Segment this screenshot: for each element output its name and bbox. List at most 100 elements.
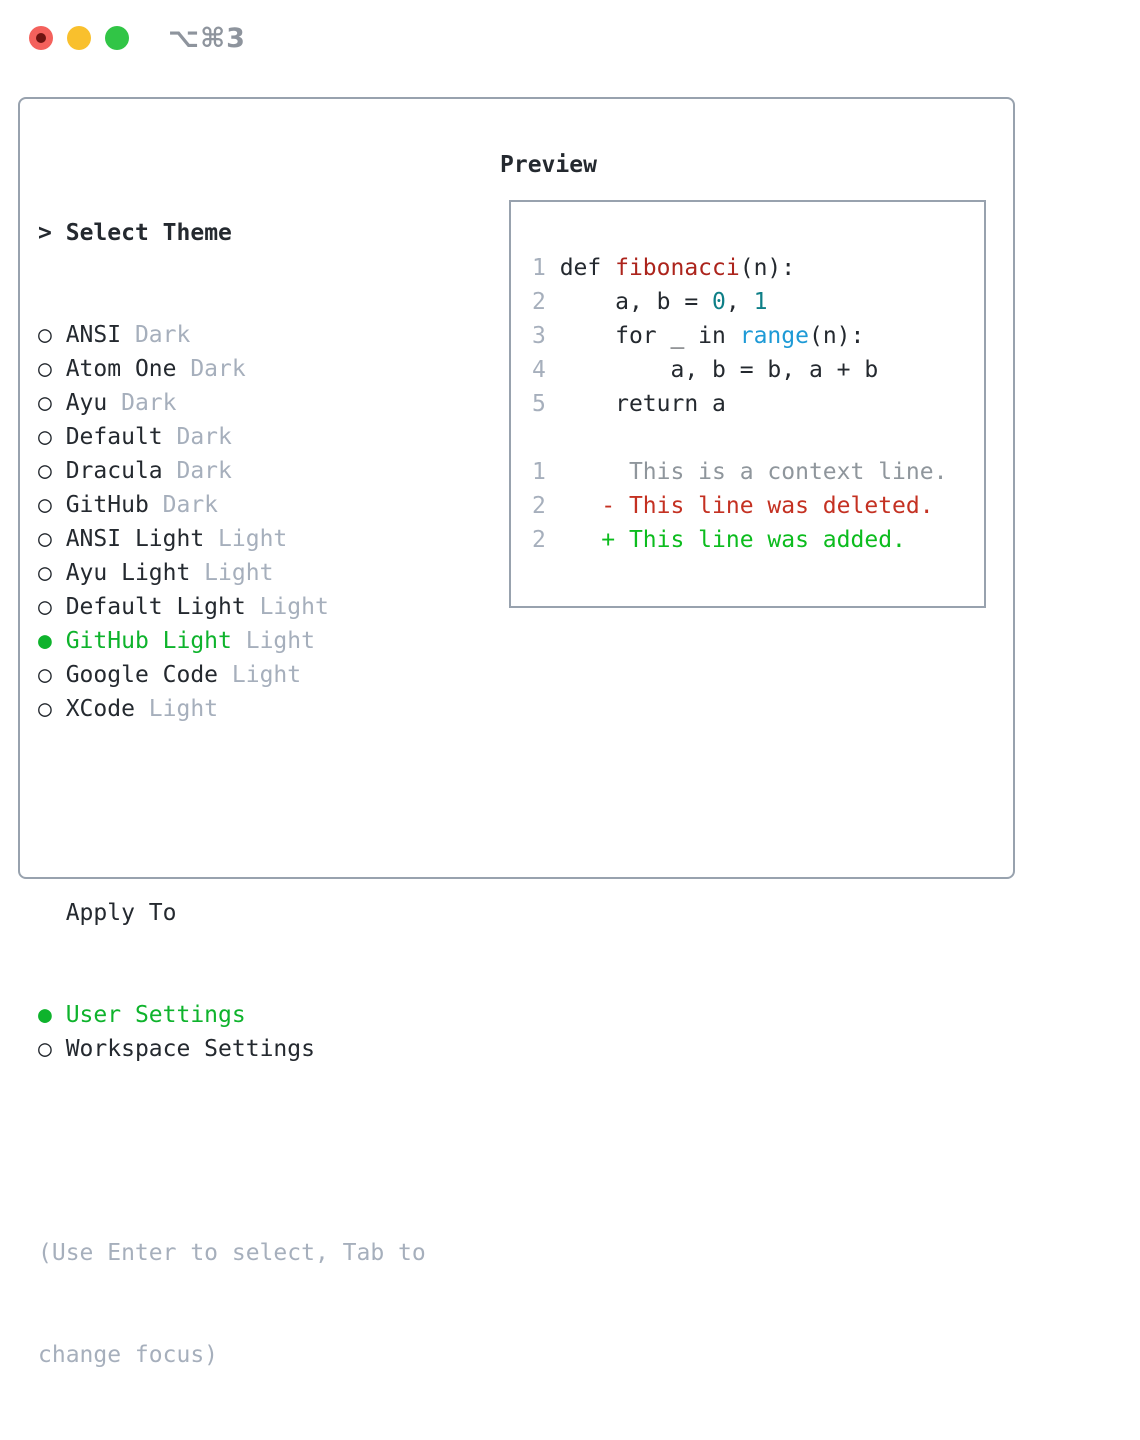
code-segment-ln: 3 xyxy=(532,323,560,349)
prompt-caret-icon: > xyxy=(38,220,52,246)
preview-code-line: 1 This is a context line. xyxy=(532,455,947,489)
radio-selected-icon: ● xyxy=(38,628,66,654)
theme-variant-label: Light xyxy=(218,662,302,688)
preview-code-line: 3 for _ in range(n): xyxy=(532,319,947,353)
theme-variant-label: Light xyxy=(245,594,329,620)
apply-to-list: ● User Settings○ Workspace Settings xyxy=(38,998,426,1066)
theme-name: Google Code xyxy=(65,662,219,688)
theme-variant-label: Dark xyxy=(148,492,219,518)
radio-icon: ○ xyxy=(38,356,66,382)
preview-code-line: 5 return a xyxy=(532,387,947,421)
preview-code-line: 4 a, b = b, a + b xyxy=(532,353,947,387)
theme-option-xcode[interactable]: ○ XCode Light xyxy=(38,692,426,726)
code-segment-bi: range xyxy=(739,323,809,349)
theme-name: Atom One xyxy=(65,356,177,382)
theme-option-default-light[interactable]: ○ Default Light Light xyxy=(38,590,426,624)
theme-option-ayu[interactable]: ○ Ayu Dark xyxy=(38,386,426,420)
radio-icon: ○ xyxy=(38,594,66,620)
spacer-row xyxy=(38,794,426,828)
code-segment-fg: return a xyxy=(559,391,726,417)
code-segment-add: + This line was added. xyxy=(601,527,906,553)
zoom-button-icon[interactable] xyxy=(105,26,129,50)
code-segment-fg: a, b = xyxy=(559,289,713,315)
radio-icon: ○ xyxy=(38,560,66,586)
radio-icon: ○ xyxy=(38,492,66,518)
apply-option-label: User Settings xyxy=(65,1002,246,1028)
apply-option-workspace-settings[interactable]: ○ Workspace Settings xyxy=(38,1032,426,1066)
preview-code-line: 2 + This line was added. xyxy=(532,523,947,557)
code-segment-ln: 4 xyxy=(532,357,560,383)
theme-name: Dracula xyxy=(65,458,163,484)
theme-name: Default Light xyxy=(65,594,246,620)
theme-variant-label: Dark xyxy=(107,390,177,416)
theme-name: Ayu Light xyxy=(65,560,191,586)
theme-variant-label: Dark xyxy=(162,458,232,484)
code-segment-fn: fibonacci xyxy=(615,255,740,281)
code-segment-fg: for _ in xyxy=(559,323,740,349)
apply-option-label: Workspace Settings xyxy=(65,1036,315,1062)
code-segment-fg: def xyxy=(559,255,616,281)
code-segment-ln: 2 xyxy=(532,527,546,553)
code-segment-ln: 1 xyxy=(532,255,560,281)
theme-list: ○ ANSI Dark○ Atom One Dark○ Ayu Dark○ De… xyxy=(38,318,426,726)
theme-option-ansi-light[interactable]: ○ ANSI Light Light xyxy=(38,522,426,556)
code-segment-fg xyxy=(546,527,601,553)
theme-variant-label: Light xyxy=(190,560,274,586)
theme-variant-label: Dark xyxy=(121,322,191,348)
help-text-line1: (Use Enter to select, Tab to xyxy=(38,1240,426,1266)
theme-option-google-code[interactable]: ○ Google Code Light xyxy=(38,658,426,692)
code-segment-ln: 1 xyxy=(532,459,546,485)
radio-icon: ○ xyxy=(38,458,66,484)
theme-name: Default xyxy=(65,424,163,450)
radio-icon: ○ xyxy=(38,424,66,450)
theme-option-ayu-light[interactable]: ○ Ayu Light Light xyxy=(38,556,426,590)
code-segment-fg: , xyxy=(725,289,754,315)
radio-icon: ○ xyxy=(38,662,66,688)
theme-variant-label: Light xyxy=(134,696,219,722)
apply-to-title: Apply To xyxy=(65,900,177,926)
radio-icon: ○ xyxy=(38,1036,66,1062)
traffic-lights xyxy=(29,26,129,50)
theme-selector-column: > Select Theme ○ ANSI Dark○ Atom One Dar… xyxy=(38,148,426,1440)
theme-variant-label: Dark xyxy=(162,424,232,450)
code-segment-del: - This line was deleted. xyxy=(601,493,934,519)
code-segment-ln: 5 xyxy=(532,391,560,417)
theme-option-github[interactable]: ○ GitHub Dark xyxy=(38,488,426,522)
preview-code-line xyxy=(532,421,947,455)
preview-code-line: 1 def fibonacci(n): xyxy=(532,251,947,285)
code-segment-num: 0 xyxy=(712,289,726,315)
theme-option-atom-one[interactable]: ○ Atom One Dark xyxy=(38,352,426,386)
preview-title: Preview xyxy=(500,152,597,178)
radio-icon: ○ xyxy=(38,322,66,348)
radio-icon: ○ xyxy=(38,696,66,722)
theme-variant-label: Light xyxy=(204,526,288,552)
code-segment-num: 1 xyxy=(753,289,768,315)
close-button-icon[interactable] xyxy=(29,26,53,50)
theme-name: GitHub Light xyxy=(65,628,232,654)
code-segment-fg: a, b = b, a + b xyxy=(559,357,879,383)
code-segment-fg xyxy=(546,493,601,519)
apply-option-user-settings[interactable]: ● User Settings xyxy=(38,998,426,1032)
radio-selected-icon: ● xyxy=(38,1002,66,1028)
theme-option-github-light[interactable]: ● GitHub Light Light xyxy=(38,624,426,658)
theme-option-dracula[interactable]: ○ Dracula Dark xyxy=(38,454,426,488)
spacer-row xyxy=(38,1134,426,1168)
theme-name: Ayu xyxy=(65,390,108,416)
code-segment-ln: 2 xyxy=(532,493,546,519)
minimize-button-icon[interactable] xyxy=(67,26,91,50)
preview-code-line: 2 a, b = 0, 1 xyxy=(532,285,947,319)
theme-option-ansi[interactable]: ○ ANSI Dark xyxy=(38,318,426,352)
radio-icon: ○ xyxy=(38,390,66,416)
theme-picker-panel: > Select Theme ○ ANSI Dark○ Atom One Dar… xyxy=(18,97,1015,1368)
code-segment-ln: 2 xyxy=(532,289,560,315)
code-segment-fg: (n): xyxy=(739,255,796,281)
apply-to-header: Apply To xyxy=(38,896,426,930)
help-text-line2: change focus) xyxy=(38,1342,219,1368)
select-theme-title: Select Theme xyxy=(65,220,232,246)
theme-option-default[interactable]: ○ Default Dark xyxy=(38,420,426,454)
theme-name: XCode xyxy=(65,696,135,722)
theme-variant-label: Light xyxy=(231,628,315,654)
window-title: ⌥⌘3 xyxy=(168,22,246,54)
